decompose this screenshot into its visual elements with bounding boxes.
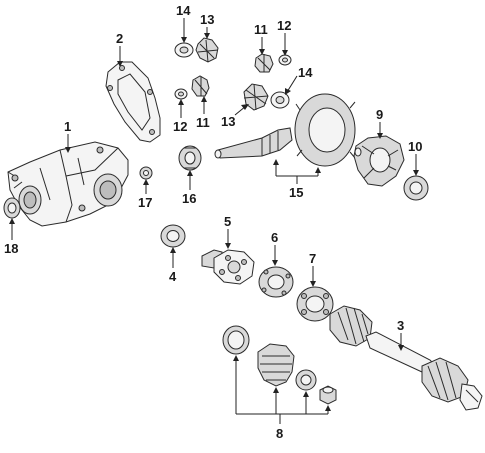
callout-12-upper: 12 — [277, 18, 291, 33]
callout-4: 4 — [169, 269, 177, 284]
callout-8: 8 — [276, 426, 283, 441]
callout-15: 15 — [289, 185, 303, 200]
part-2-differential-cover[interactable] — [105, 61, 161, 143]
part-11-pinion-gear-lower[interactable] — [191, 75, 210, 97]
part-1-differential-housing[interactable] — [7, 141, 129, 227]
callout-labels: 1 2 14 13 11 12 14 12 11 13 9 10 15 16 1… — [4, 3, 422, 441]
part-14-thrust-washer-right[interactable] — [270, 91, 290, 109]
callout-11-lower: 11 — [196, 115, 210, 130]
part-3-axle-shaft-assembly[interactable] — [329, 305, 483, 411]
callout-1: 1 — [64, 119, 71, 134]
part-13-side-gear-top[interactable] — [195, 37, 219, 63]
part-11-pinion-gear-upper[interactable] — [254, 53, 274, 73]
part-17-seal[interactable] — [139, 166, 153, 180]
part-16-pinion-bearing[interactable] — [178, 145, 202, 171]
part-12-washer-lower[interactable] — [174, 88, 188, 100]
part-10-carrier-bearing[interactable] — [403, 175, 429, 201]
callout-12-lower: 12 — [173, 119, 187, 134]
part-6-cv-joint-housing[interactable] — [258, 266, 294, 298]
callout-14-top: 14 — [176, 3, 191, 18]
callout-5: 5 — [224, 214, 231, 229]
callout-13-top: 13 — [200, 12, 214, 27]
part-4-axle-seal[interactable] — [160, 224, 186, 248]
callout-14-right: 14 — [298, 65, 313, 80]
callout-11-upper: 11 — [254, 22, 268, 37]
callout-9: 9 — [376, 107, 383, 122]
part-9-differential-case[interactable] — [353, 135, 405, 187]
part-13-side-gear-lower[interactable] — [243, 83, 269, 111]
callout-10: 10 — [408, 139, 422, 154]
part-18-side-seal[interactable] — [3, 197, 21, 219]
callout-2: 2 — [116, 31, 123, 46]
part-7-cv-joint[interactable] — [296, 286, 334, 322]
callout-18: 18 — [4, 241, 18, 256]
callout-16: 16 — [182, 191, 196, 206]
callout-17: 17 — [138, 195, 152, 210]
part-5-output-flange[interactable] — [201, 249, 255, 285]
part-12-washer-upper[interactable] — [278, 54, 292, 66]
part-14-thrust-washer-top[interactable] — [174, 42, 194, 58]
callout-7: 7 — [309, 251, 316, 266]
part-15-ring-and-pinion-gear[interactable] — [214, 93, 356, 167]
callout-3: 3 — [397, 318, 404, 333]
callout-6: 6 — [271, 230, 278, 245]
leader-lines — [9, 18, 419, 424]
callout-13-lower: 13 — [221, 114, 235, 129]
part-8-cv-boot-kit[interactable] — [222, 325, 337, 405]
